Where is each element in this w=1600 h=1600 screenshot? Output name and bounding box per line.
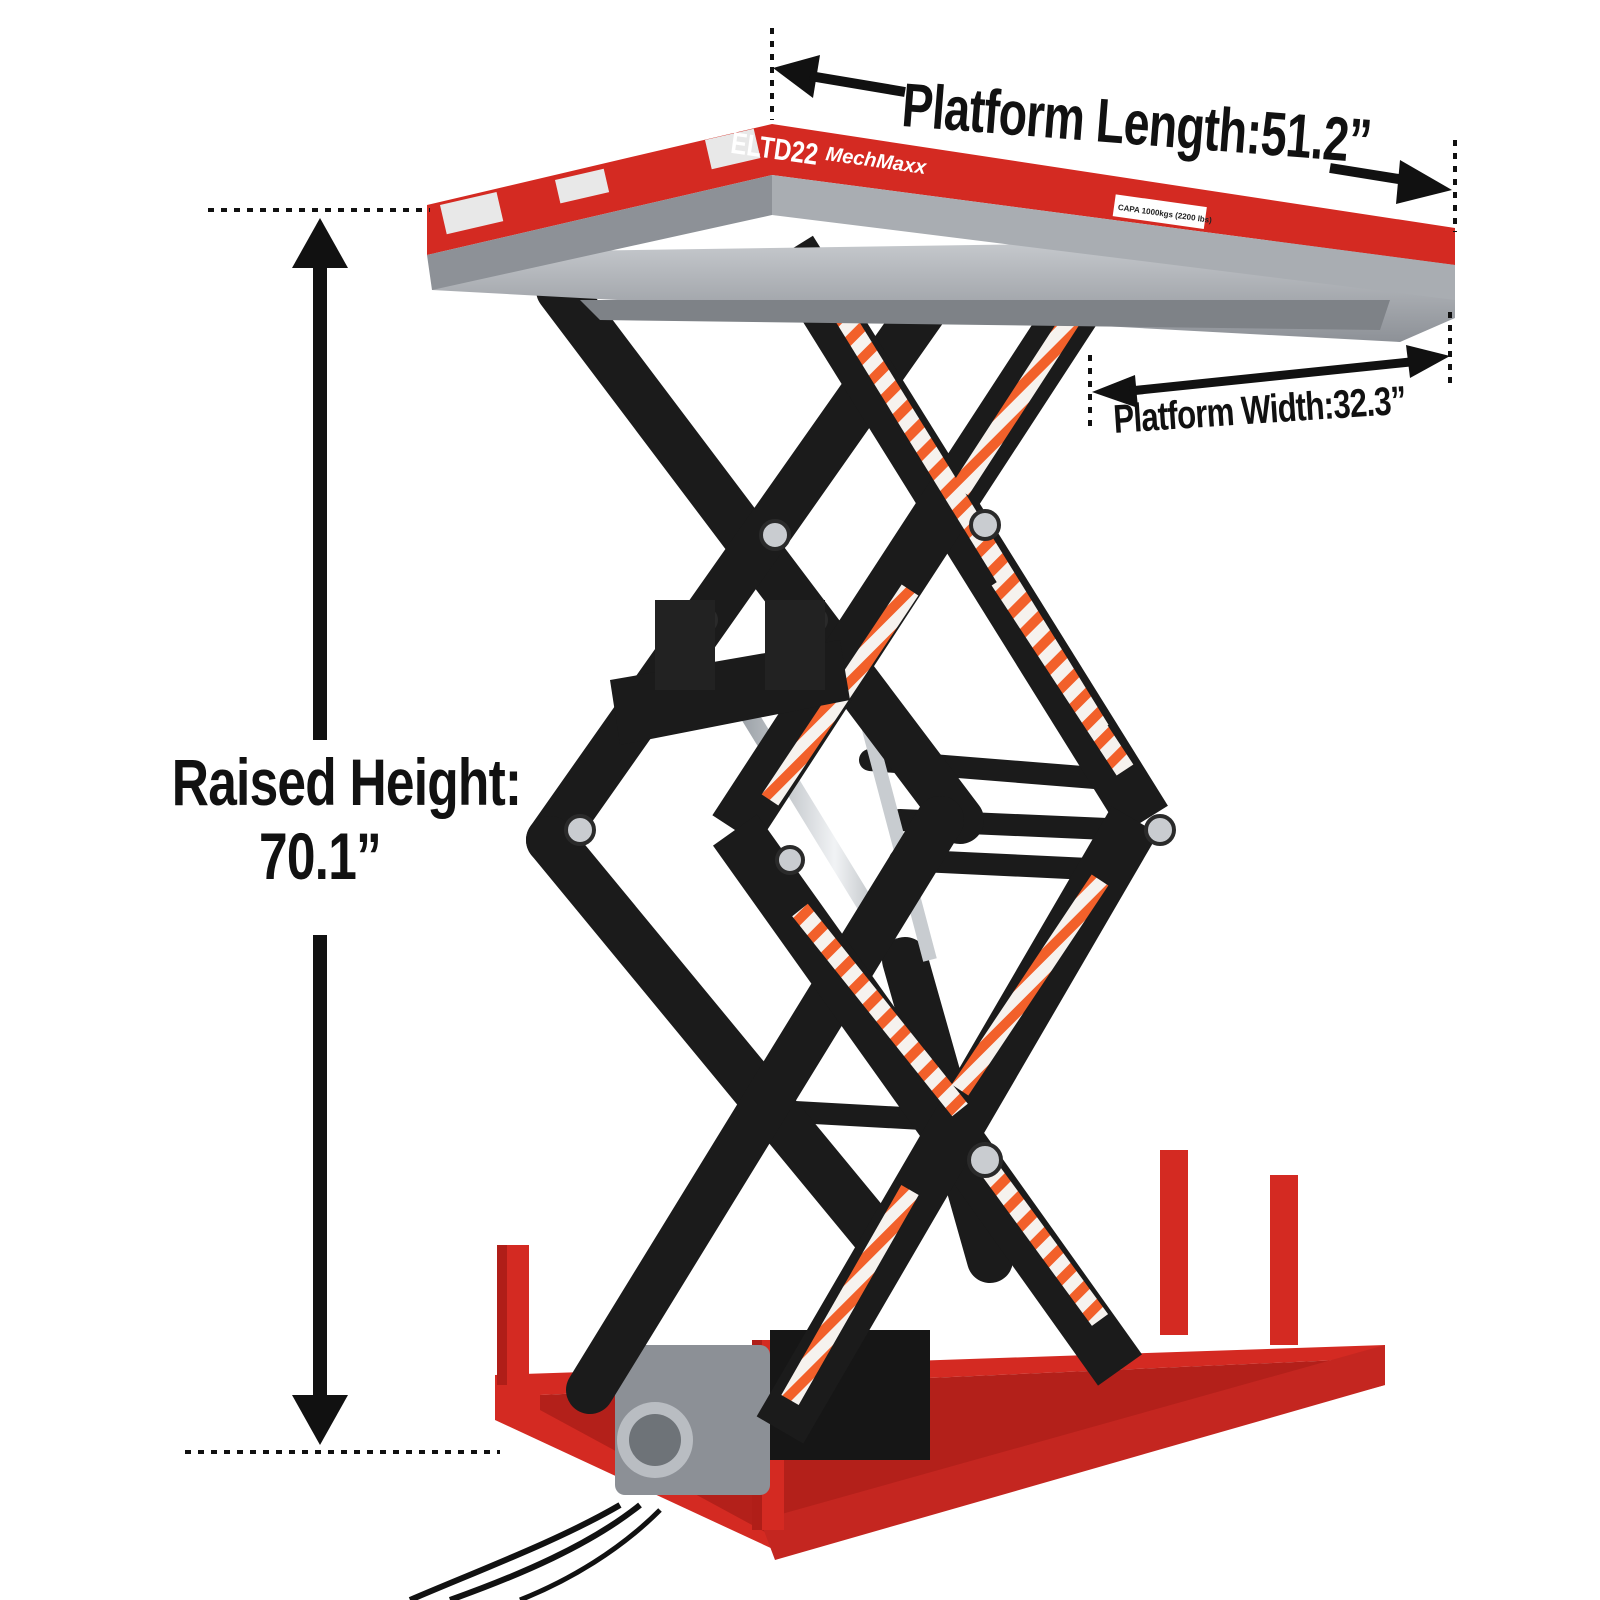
raised-height-title: Raised Height: [171,745,522,819]
platform-width-arrow [1092,345,1450,408]
cylinder-mount-bracket [610,600,850,745]
raised-height-value: 70.1” [258,819,382,893]
raised-height-label: Raised Height: 70.1” [171,745,522,893]
dimension-guides [185,28,1457,1454]
lift-platform [427,124,1455,342]
capacity-plate: CAPA 1000kgs (2200 lbs) [1112,194,1213,229]
platform-length-arrow [773,55,1452,204]
raised-height-arrow [292,218,348,1445]
scissor-arms-front [712,235,1168,1444]
